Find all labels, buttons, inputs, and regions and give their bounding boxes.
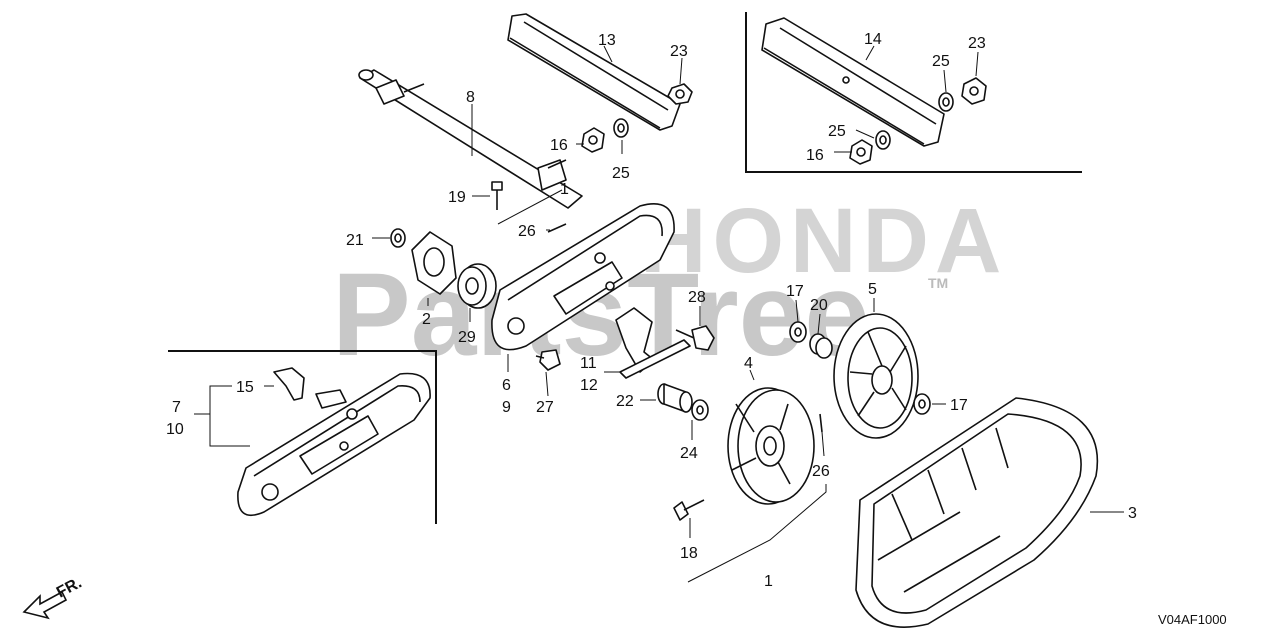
callout-16[interactable]: 16 [550,137,568,154]
callout-26[interactable]: 26 [518,223,536,240]
part-11-bracket[interactable] [615,307,691,379]
callout-7[interactable]: 7 [172,399,181,416]
part-24-washer[interactable] [691,399,709,421]
part-16-nut-a[interactable] [581,127,605,153]
callout-27[interactable]: 27 [536,399,554,416]
callout-11[interactable]: 11 [580,355,597,372]
part-20-collar[interactable] [809,333,833,359]
callout-16-inset[interactable]: 16 [806,147,824,164]
callout-2[interactable]: 2 [422,311,431,328]
watermark-brand: HONDA [640,190,1007,292]
part-19-bolt[interactable] [491,181,503,210]
callout-labels: 13 23 8 16 25 19 1 26 21 2 29 6 9 14 25 … [166,31,1137,590]
diagram-code: V04AF1000 [1158,612,1227,627]
callout-19[interactable]: 19 [448,189,466,206]
part-3-crawler-track[interactable] [855,397,1099,628]
callout-28[interactable]: 28 [688,289,706,306]
watermark-tm: TM [928,275,948,291]
part-28-bolt[interactable] [675,325,715,351]
part-15-clip[interactable] [273,367,347,409]
callout-25-inset[interactable]: 25 [932,53,950,70]
part-16-nut-b[interactable] [849,139,873,165]
callout-8[interactable]: 8 [466,89,475,106]
part-25-washer-a[interactable] [613,118,629,138]
part-18-bolt[interactable] [673,499,705,521]
callout-14[interactable]: 14 [864,31,882,48]
callout-29[interactable]: 29 [458,329,476,346]
part-23-nut-a[interactable] [667,83,693,105]
part-17-washer-a[interactable] [789,321,807,343]
callout-9[interactable]: 9 [502,399,511,416]
part-22-collar[interactable] [657,383,693,413]
callout-22[interactable]: 22 [616,393,634,410]
callout-21[interactable]: 21 [346,232,364,249]
callout-5[interactable]: 5 [868,281,877,298]
callout-6[interactable]: 6 [502,377,511,394]
part-6-chain-case[interactable] [491,203,675,351]
part-8-shaft[interactable] [358,69,583,209]
part-21-washer[interactable] [390,228,406,248]
part-26-pin-a[interactable] [547,223,567,233]
inset-frame-top-right [745,12,1082,173]
callout-3[interactable]: 3 [1128,505,1137,522]
front-direction-arrow: FR. [22,574,85,620]
part-17-washer-b[interactable] [913,393,931,415]
part-7-chain-case[interactable] [237,372,431,517]
part-25-washer-c[interactable] [875,130,891,150]
callout-26-lower[interactable]: 26 [812,463,830,480]
inset-frame-left [168,350,437,524]
part-23-nut-b[interactable] [961,77,987,105]
callout-10[interactable]: 10 [166,421,184,438]
part-29-bearing[interactable] [457,263,497,309]
callout-25[interactable]: 25 [612,165,630,182]
callout-13[interactable]: 13 [598,32,616,49]
callout-23[interactable]: 23 [670,43,688,60]
part-26-pin-b[interactable] [819,413,823,433]
callout-23-inset[interactable]: 23 [968,35,986,52]
part-25-washer-b[interactable] [938,92,954,112]
callout-25-inset-lower[interactable]: 25 [828,123,846,140]
callout-24[interactable]: 24 [680,445,698,462]
part-14-rail[interactable] [761,17,945,147]
callout-20[interactable]: 20 [810,297,828,314]
leader-lines [194,45,1124,583]
callout-4[interactable]: 4 [744,355,753,372]
callout-1[interactable]: 1 [560,181,569,198]
callout-17[interactable]: 17 [786,283,804,300]
callout-18[interactable]: 18 [680,545,698,562]
callout-12[interactable]: 12 [580,377,598,394]
part-2-flange[interactable] [411,231,457,295]
part-27-bolt[interactable] [535,349,561,371]
part-5-wheel[interactable] [833,313,919,439]
part-13-rail[interactable] [507,13,681,131]
callout-1-lower[interactable]: 1 [764,573,773,590]
callout-15[interactable]: 15 [236,379,254,396]
callout-17-right[interactable]: 17 [950,397,968,414]
part-4-sprocket[interactable] [727,387,815,505]
